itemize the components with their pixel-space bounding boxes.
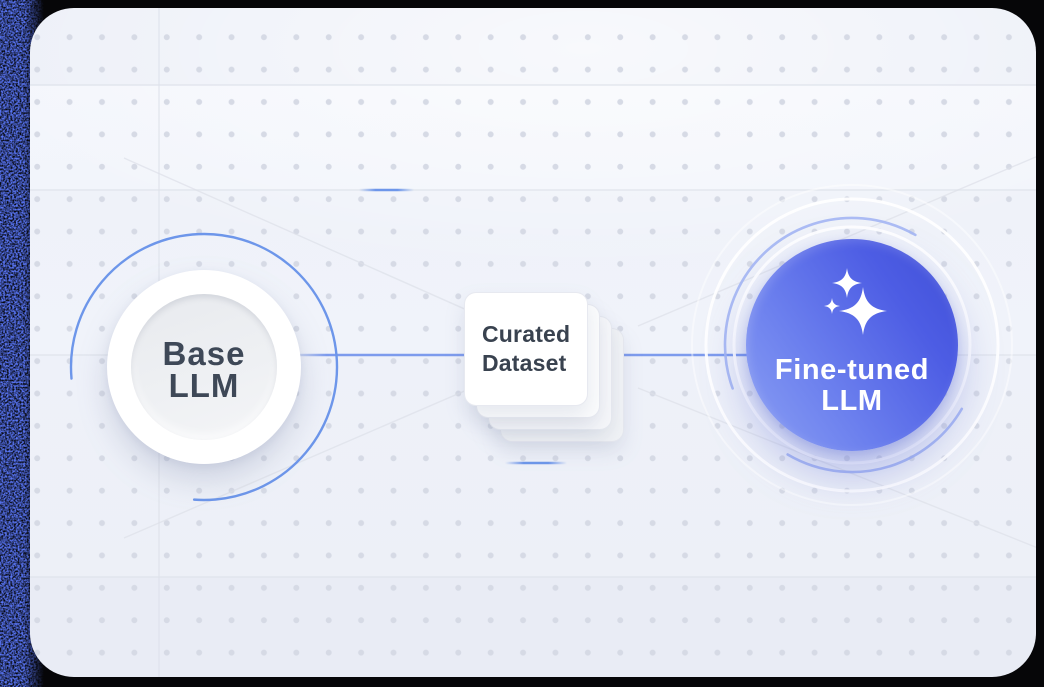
- base-llm-orbit-ring: [69, 232, 339, 502]
- fine-tuned-llm-label: Fine-tuned LLM: [774, 354, 930, 417]
- node-curated-dataset: Curated Dataset: [464, 292, 624, 442]
- finetuned-outer-white-ring: [704, 197, 1000, 493]
- node-base-llm: Base LLM: [107, 270, 301, 464]
- finetuned-outer-faint-ring: [691, 184, 1013, 506]
- curated-dataset-label: Curated Dataset: [482, 321, 571, 376]
- node-fine-tuned-llm: Fine-tuned LLM: [746, 239, 958, 451]
- finetuned-inner-white-ring: [732, 225, 972, 465]
- dataset-card-front: Curated Dataset: [464, 292, 588, 406]
- node-base-llm-face: Base LLM: [131, 294, 277, 440]
- diagram-board: Base LLM Curated Dataset Fine-tuned LLM: [30, 8, 1036, 677]
- finetuned-blue-arc-ring: [723, 216, 981, 474]
- base-llm-label: Base LLM: [162, 335, 246, 404]
- sparkles-icon: [824, 268, 887, 335]
